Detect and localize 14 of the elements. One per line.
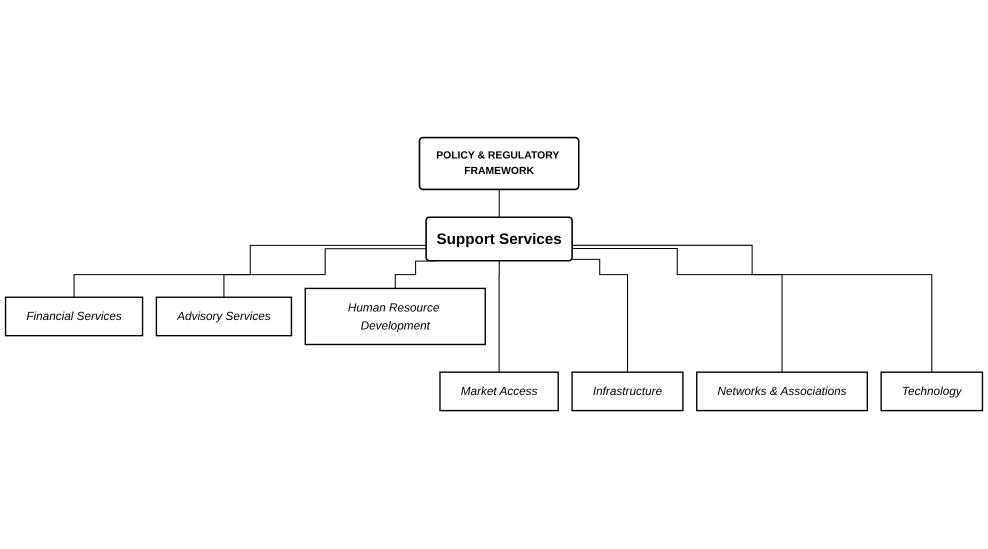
connector [572,245,932,374]
node-box: Infrastructure [571,372,684,412]
connector [498,190,500,218]
connector [223,248,426,298]
node-box: Market Access [439,372,559,412]
connector [74,245,426,298]
node-box: Advisory Services [156,297,292,337]
node-box: Technology [880,372,984,412]
node-box: Networks & Associations [696,372,868,412]
connector [572,248,783,374]
connector [498,261,500,374]
connector [572,259,628,374]
node-box: Financial Services [4,297,144,337]
node-box: Human Resource Development [304,288,486,346]
